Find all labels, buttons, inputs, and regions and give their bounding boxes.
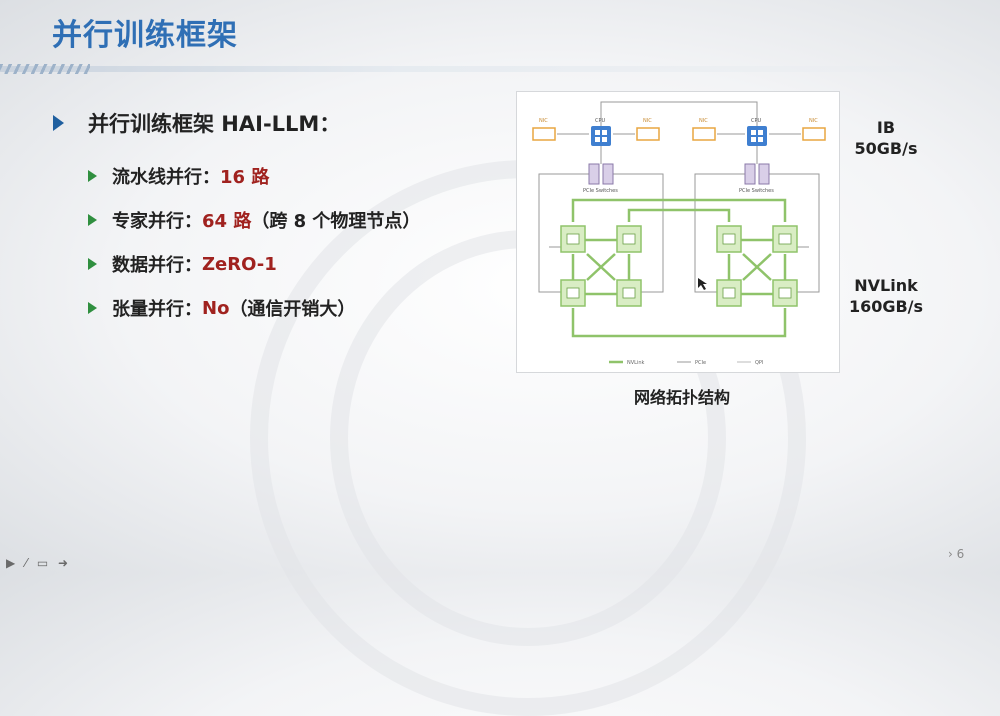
pcie-switch-group: PCIe Switches PCIe Switches: [583, 163, 774, 194]
network-topology-diagram: CPU CPU NIC NIC NIC NIC PCIe Switches PC…: [516, 91, 840, 373]
main-bullet: 并行训练框架 HAI-LLM：: [53, 108, 340, 138]
nic-card-icon: [692, 127, 716, 141]
pcie-switch-icon: [602, 163, 614, 185]
ib-bandwidth-label: IB 50GB/s: [846, 117, 926, 159]
nvlink-link: [571, 308, 787, 338]
cpu-group-right: CPU: [747, 118, 767, 146]
legend-qpi: QPI: [755, 360, 763, 366]
nvlink-link: [627, 208, 731, 222]
sub-bullet-arrow-icon: [88, 302, 97, 314]
nvlink-bandwidth-label: NVLink 160GB/s: [846, 275, 926, 317]
nvlink-speed: 160GB/s: [848, 297, 924, 316]
cpu-label: CPU: [751, 118, 762, 124]
gpu-icon: [616, 225, 642, 253]
legend-pcie: PCIe: [695, 360, 706, 366]
nic-group: NIC NIC NIC NIC: [532, 118, 826, 141]
sub-bullet-value: No: [202, 297, 230, 319]
pcie-switch-icon: [758, 163, 770, 185]
sub-bullet-data: 数据并行： ZeRO-1: [88, 242, 420, 286]
ib-label: IB: [876, 118, 896, 137]
mouse-cursor-icon: [698, 278, 707, 290]
ib-speed: 50GB/s: [854, 139, 918, 158]
cpu-chip-icon: [747, 126, 767, 146]
sub-bullet-value: 64 路: [202, 211, 252, 232]
sub-bullet-label: 数据并行：: [112, 255, 202, 276]
sub-bullet-note: （通信开销大）: [229, 299, 356, 320]
sub-bullet-value: 16 路: [220, 167, 270, 188]
qpi-link: [600, 101, 758, 128]
sub-bullet-note: （跨 8 个物理节点）: [251, 211, 421, 232]
sub-bullet-expert: 专家并行： 64 路 （跨 8 个物理节点）: [88, 198, 420, 242]
nic-label: NIC: [539, 118, 548, 124]
nic-card-icon: [532, 127, 556, 141]
cpu-label: CPU: [595, 118, 606, 124]
sub-bullet-label: 流水线并行：: [112, 167, 220, 188]
nic-label: NIC: [809, 118, 818, 124]
slideshow-toolbar[interactable]: ▶ ⁄ ▭ ➜: [6, 556, 72, 570]
bullet-arrow-icon: [53, 115, 64, 131]
cpu-chip-icon: [591, 126, 611, 146]
nic-card-icon: [802, 127, 826, 141]
nic-label: NIC: [643, 118, 652, 124]
sub-bullet-arrow-icon: [88, 258, 97, 270]
legend-nvlink: NVLink: [627, 360, 645, 366]
nvlink-link: [571, 198, 787, 222]
sub-bullet-tensor: 张量并行： No （通信开销大）: [88, 286, 420, 330]
pcie-link: [613, 173, 664, 293]
nic-card-icon: [636, 127, 660, 141]
sub-bullet-list: 流水线并行： 16 路 专家并行： 64 路 （跨 8 个物理节点） 数据并行：…: [88, 154, 420, 330]
topology-svg: CPU CPU NIC NIC NIC NIC PCIe Switches PC…: [532, 101, 826, 366]
pcie-link: [769, 173, 820, 293]
nvlink-label: NVLink: [854, 276, 918, 295]
gpu-icon: [716, 279, 742, 307]
sub-bullet-pipeline: 流水线并行： 16 路: [88, 154, 420, 198]
page-number: › 6: [948, 547, 965, 561]
nvlink-link: [586, 253, 616, 281]
sub-bullet-value: ZeRO-1: [202, 253, 277, 275]
slide-title: 并行训练框架: [52, 18, 238, 53]
title-underline: [0, 66, 1000, 72]
main-bullet-text: 并行训练框架 HAI-LLM：: [88, 112, 341, 136]
legend: NVLink PCIe QPI: [609, 360, 763, 366]
page-number-value: 6: [956, 547, 965, 561]
title-stripes: [0, 64, 90, 74]
cpu-group-left: CPU: [591, 118, 611, 146]
pcie-switch-label: PCIe Switches: [739, 188, 774, 194]
nic-label: NIC: [699, 118, 708, 124]
pcie-switch-label: PCIe Switches: [583, 188, 618, 194]
pcie-link: [538, 173, 591, 293]
sub-bullet-arrow-icon: [88, 214, 97, 226]
sub-bullet-label: 专家并行：: [112, 211, 202, 232]
gpu-icon: [772, 225, 798, 253]
nvlink-link: [742, 253, 772, 281]
pcie-link: [694, 173, 747, 293]
sub-bullet-label: 张量并行：: [112, 299, 202, 320]
pcie-switch-icon: [588, 163, 600, 185]
diagram-caption: 网络拓扑结构: [634, 388, 731, 407]
pcie-switch-icon: [744, 163, 756, 185]
sub-bullet-arrow-icon: [88, 170, 97, 182]
